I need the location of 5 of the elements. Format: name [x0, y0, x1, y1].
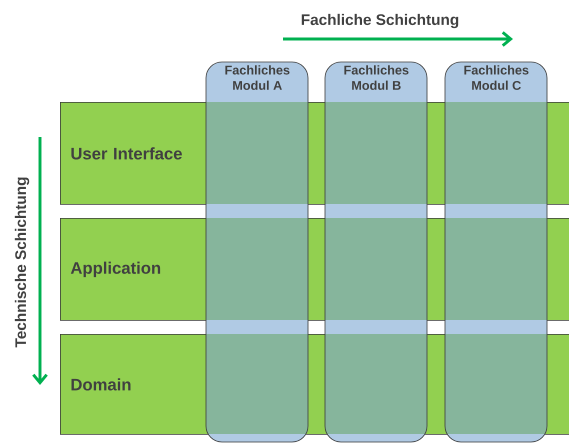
module-column: Fachliches Modul A — [206, 62, 308, 442]
module-column: Fachliches Modul B — [324, 62, 428, 442]
module-column: Fachliches Modul C — [444, 62, 548, 442]
axis-label: Technische Schichtung — [14, 178, 30, 348]
axis-label: Fachliche Schichtung — [302, 14, 458, 28]
